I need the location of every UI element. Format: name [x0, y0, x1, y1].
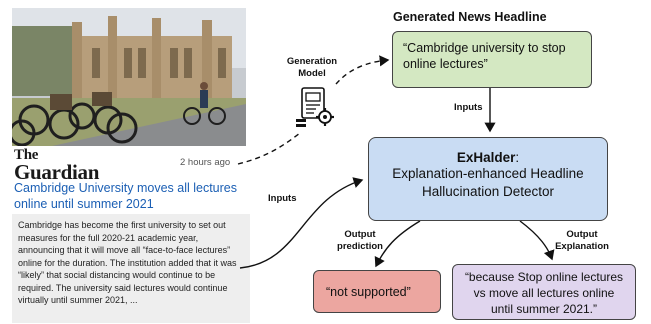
arrow-article-to-detector: [239, 177, 364, 269]
generation-model-icon: [294, 85, 338, 129]
detector-name: ExHalder:: [456, 150, 520, 165]
article-timestamp: 2 hours ago: [180, 157, 231, 168]
prediction-output-box: “not supported”: [313, 270, 441, 313]
generated-headline-box: “Cambridge university to stop online lec…: [392, 31, 592, 88]
news-photo: [12, 8, 246, 146]
detector-description: Explanation-enhanced Headline Hallucinat…: [392, 166, 584, 199]
output-prediction-label: Output prediction: [337, 229, 383, 252]
inputs-label-top: Inputs: [454, 102, 483, 113]
article-title-link[interactable]: Cambridge University moves all lectures …: [14, 181, 237, 211]
dashed-arrow-model-to-headline: [335, 55, 390, 85]
inputs-label-left: Inputs: [268, 193, 297, 204]
exhalder-detector-box: ExHalder: Explanation-enhanced Headline …: [368, 137, 608, 221]
generated-headline-header: Generated News Headline: [393, 10, 547, 24]
arrow-detector-to-explanation: [519, 220, 555, 261]
dashed-arrow-article-to-model: [237, 132, 301, 165]
article-body: Cambridge has become the first universit…: [12, 214, 250, 323]
explanation-output-box: “because Stop online lectures vs move al…: [452, 264, 636, 320]
output-explanation-label: Output Explanation: [555, 229, 609, 252]
publisher-logo: The Guardian: [14, 147, 100, 184]
arrow-detector-to-prediction: [374, 220, 421, 268]
generation-model-label: Generation Model: [286, 56, 338, 79]
